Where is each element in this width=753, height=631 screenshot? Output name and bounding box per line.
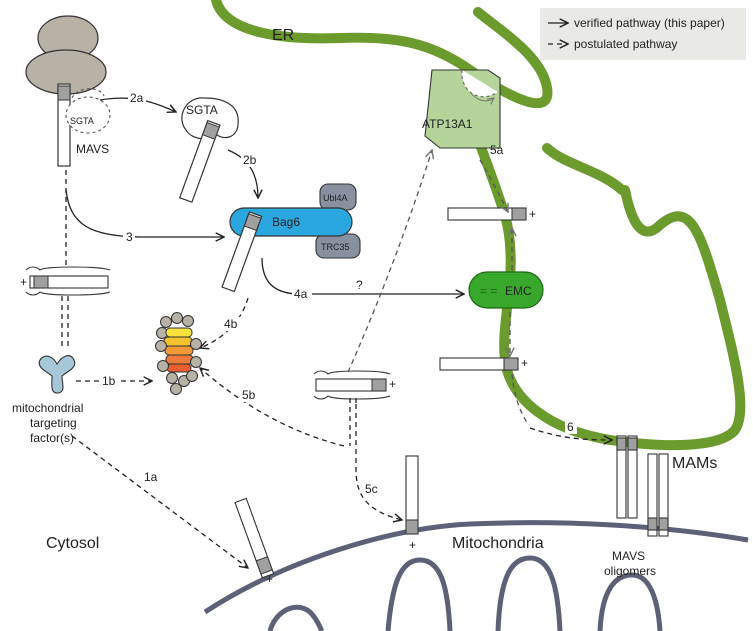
svg-text:+: + bbox=[529, 207, 536, 221]
sgta-small-dashed-tail bbox=[71, 88, 105, 99]
step-unknown: ? bbox=[356, 278, 363, 292]
targeting-factor-line2: targeting bbox=[30, 416, 77, 430]
step-1a: 1a bbox=[144, 470, 158, 484]
sgta-protein: SGTA bbox=[178, 97, 239, 203]
step-labels: 2a 2b 3 4a ? 4b 1b 5b 1a 5c 5a 6 bbox=[100, 91, 577, 496]
mavs-shielded-center: + bbox=[313, 370, 396, 400]
center-mavs-stem bbox=[349, 398, 357, 446]
arrow-center-atp13a1 bbox=[347, 150, 432, 373]
mavs-mito-1a-plus: + bbox=[266, 572, 273, 586]
step-4b: 4b bbox=[224, 317, 238, 331]
legend-postulated-label: postulated pathway bbox=[574, 37, 677, 51]
arrow-1a bbox=[71, 435, 248, 568]
emc-label: EMC bbox=[505, 284, 532, 298]
step-2b: 2b bbox=[243, 153, 257, 167]
atp13a1-label: ATP13A1 bbox=[422, 117, 473, 131]
step-5c: 5c bbox=[365, 482, 378, 496]
sgta-small-label: SGTA bbox=[70, 116, 94, 126]
arrow-er-lower bbox=[511, 373, 529, 425]
sgta-label: SGTA bbox=[186, 103, 218, 117]
cytosol-label: Cytosol bbox=[46, 535, 99, 552]
targeting-factor-line3: factor(s) bbox=[30, 431, 74, 445]
emc-marks: = = bbox=[480, 284, 497, 298]
step-6: 6 bbox=[567, 420, 574, 434]
mams-label: MAMs bbox=[672, 455, 717, 472]
pathway-arrows bbox=[61, 91, 612, 568]
ribosome bbox=[25, 15, 107, 95]
mavs-er-inserted-upper: + bbox=[447, 207, 536, 221]
mavs-mito-inserted-5c bbox=[405, 455, 419, 535]
proteasome bbox=[155, 312, 202, 395]
mitochondria-label: Mitochondria bbox=[452, 535, 544, 552]
mavs-nascent-chain bbox=[57, 83, 71, 167]
step-5a: 5a bbox=[490, 143, 504, 157]
mavs-label: MAVS bbox=[76, 142, 109, 156]
bag6 bbox=[229, 207, 353, 237]
mavs-mito-5c-plus: + bbox=[409, 538, 416, 552]
svg-text:+: + bbox=[20, 275, 27, 289]
svg-text:+: + bbox=[521, 356, 528, 370]
er-label: ER bbox=[272, 27, 294, 44]
targeting-factor: mitochondrial targeting factor(s) bbox=[12, 355, 83, 445]
oligomers-label-line2: oligomers bbox=[604, 564, 656, 578]
sgta-small-dashed bbox=[65, 96, 111, 134]
svg-text:Ubl4A: Ubl4A bbox=[323, 193, 348, 203]
mavs-mito-inserted-1a bbox=[234, 497, 275, 579]
legend-verified-label: verified pathway (this paper) bbox=[574, 16, 725, 30]
step-3: 3 bbox=[126, 230, 133, 244]
mavs-oligomers bbox=[616, 435, 669, 537]
arrow-6 bbox=[529, 427, 612, 440]
step-5b: 5b bbox=[242, 388, 256, 402]
step-2a: 2a bbox=[130, 91, 144, 105]
emc: = = EMC bbox=[468, 271, 544, 309]
targeting-factor-line1: mitochondrial bbox=[12, 401, 83, 415]
atp13a1: ATP13A1 bbox=[422, 69, 501, 149]
mavs-shielded-left: + bbox=[20, 266, 111, 296]
step-4a: 4a bbox=[294, 287, 308, 301]
oligomers-label-line1: MAVS bbox=[612, 549, 645, 563]
bag6-label: Bag6 bbox=[272, 215, 300, 229]
svg-text:+: + bbox=[389, 377, 396, 391]
svg-text:TRC35: TRC35 bbox=[321, 242, 350, 252]
legend: verified pathway (this paper) postulated… bbox=[540, 8, 746, 60]
bag6-complex: Ubl4A TRC35 Bag6 bbox=[221, 183, 361, 293]
arrow-3 bbox=[65, 189, 224, 237]
step-1b: 1b bbox=[102, 374, 116, 388]
arrow-atp13a1-extract bbox=[469, 91, 494, 101]
mavs-er-inserted-lower: + bbox=[439, 356, 528, 371]
arrow-2b bbox=[227, 149, 258, 198]
arrow-5c bbox=[355, 404, 402, 520]
arrow-5a-down bbox=[479, 159, 508, 212]
left-mavs-stem-bottom bbox=[61, 296, 69, 350]
arrow-5b bbox=[200, 368, 345, 447]
